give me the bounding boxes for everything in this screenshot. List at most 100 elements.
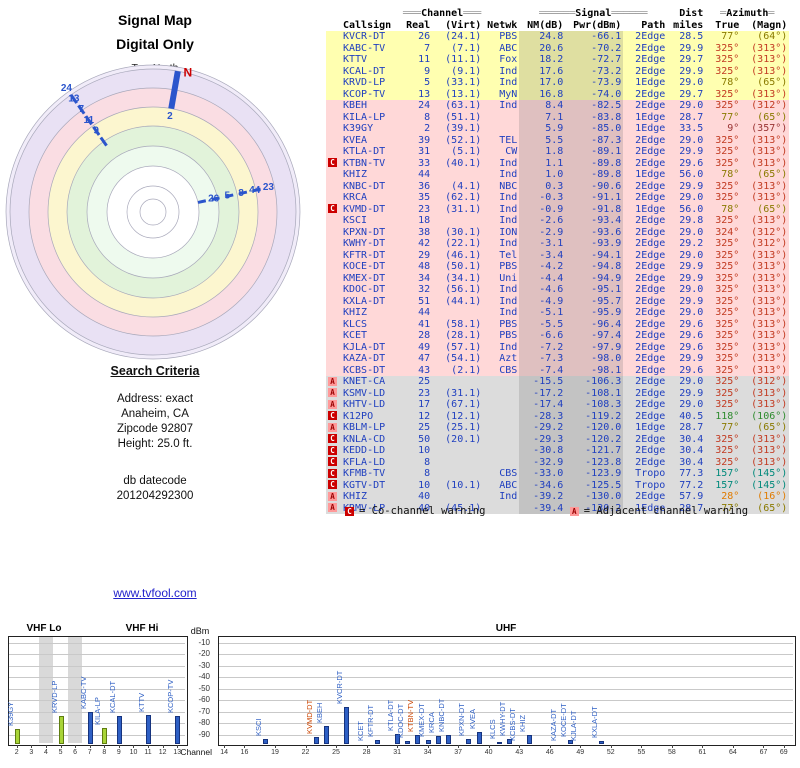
cell-warning-marker: C: [326, 480, 341, 492]
cell-network: Fox: [499, 54, 518, 65]
x-tick: [641, 745, 643, 748]
cell-warning-marker: [326, 66, 341, 78]
cell-azimuth-true: 325°: [715, 42, 740, 54]
station-marker: [69, 94, 78, 104]
group-header-spacer: [326, 8, 401, 20]
cell-network: PBS: [499, 261, 518, 272]
bar-callsign-label: KXLA-DT: [590, 706, 599, 739]
col-header-virtual: (Virt): [445, 19, 482, 31]
vhf-chart-box: [8, 636, 188, 746]
cell-network: CW: [505, 146, 518, 157]
cell-channel-real: 31: [418, 146, 431, 157]
cell-distance: 77.3: [679, 468, 704, 479]
cell-callsign: KCOP-TV: [343, 88, 386, 100]
x-tick: [549, 745, 551, 748]
cell-warning-marker: [326, 54, 341, 66]
cell-noise-margin: -3.1: [519, 238, 566, 250]
cell-distance: 56.0: [679, 203, 704, 215]
cell-channel-virtual: (9.1): [451, 65, 482, 77]
x-tick: [366, 745, 368, 748]
bar-callsign-label: KBEH: [315, 702, 324, 724]
cell-azimuth-magnetic: (313°): [751, 330, 788, 341]
cell-callsign: KFLA-LD: [343, 456, 386, 468]
cell-path: Tropo: [635, 468, 666, 479]
cell-warning-marker: [326, 100, 341, 112]
cell-callsign: KFTR-DT: [343, 249, 386, 261]
cell-callsign: KCBS-DT: [343, 364, 386, 376]
cell-channel-virtual: (30.1): [445, 226, 482, 238]
unused-channel-stripe: [38, 637, 54, 743]
bar-callsign-label: KPXN-DT: [457, 703, 466, 736]
cell-channel-real: 51: [418, 295, 431, 307]
cell-callsign: KCET: [343, 330, 368, 341]
cell-callsign: K12PO: [343, 410, 374, 422]
cell-azimuth-true: 324°: [715, 226, 740, 238]
cell-callsign: KHIZ: [343, 307, 368, 318]
cell-path: 2Edge: [635, 215, 666, 226]
col-header-miles: miles: [673, 19, 704, 31]
signal-map-title: Signal Map: [118, 12, 192, 28]
cell-callsign: KNLA-CD: [343, 433, 386, 445]
cell-callsign: KCAL-DT: [343, 65, 386, 77]
cell-distance: 40.5: [679, 410, 704, 422]
cell-callsign: KGTV-DT: [343, 479, 386, 491]
cell-distance: 30.4: [679, 456, 704, 468]
cell-power: -91.8: [565, 203, 624, 215]
signal-bar: [117, 715, 122, 744]
cell-network: CBS: [499, 364, 518, 376]
search-height: Height: 25.0 ft.: [117, 438, 193, 450]
group-header-signal: ══════Signal══════: [539, 8, 648, 19]
dbm-tick-label: -30: [198, 660, 210, 670]
channel-tick-label: 37: [454, 749, 463, 756]
station-table-header: ═══Channel═══ ══════Signal══════ Dist ═A…: [326, 8, 789, 31]
cell-noise-margin: -39.2: [519, 491, 566, 503]
band-label-uhf: UHF: [495, 623, 517, 634]
tvfool-link[interactable]: www.tvfool.com: [113, 586, 197, 600]
signal-bar: [477, 731, 482, 744]
cell-noise-margin: -39.4: [519, 502, 566, 514]
cell-azimuth-true: 9°: [727, 123, 740, 134]
cell-network: CBS: [499, 468, 518, 479]
cell-distance: 29.9: [679, 180, 704, 192]
cell-callsign: KJLA-DT: [343, 341, 386, 353]
cell-azimuth-true: 325°: [715, 192, 740, 203]
channel-tick-label: 13: [173, 749, 182, 756]
channel-tick-label: 67: [759, 749, 768, 756]
cell-channel-real: 29: [418, 249, 431, 261]
cell-callsign: KEDD-LD: [343, 445, 386, 456]
cell-distance: 28.7: [679, 111, 704, 123]
cell-warning-marker: [326, 181, 341, 193]
cell-path: 2Edge: [635, 318, 666, 330]
cell-noise-margin: -29.2: [519, 422, 566, 434]
cell-distance: 29.6: [679, 318, 704, 330]
cell-noise-margin: -4.2: [519, 261, 566, 273]
channel-tick-label: 11: [144, 749, 152, 756]
cell-noise-margin: -28.3: [519, 410, 566, 422]
north-indicator: N: [184, 65, 193, 79]
cell-azimuth-magnetic: (145°): [751, 468, 788, 479]
signal-bar: [426, 740, 431, 744]
dbm-tick-label: -20: [198, 649, 210, 659]
gridline: [9, 642, 185, 644]
cell-path: 1Edge: [635, 111, 666, 123]
signal-bar: [324, 726, 329, 744]
bar-callsign-label: KSCI: [254, 718, 263, 736]
cell-channel-real: 44: [418, 169, 431, 180]
cell-azimuth-magnetic: (313°): [751, 272, 788, 284]
cell-noise-margin: -29.3: [519, 433, 566, 445]
cell-channel-virtual: (54.1): [445, 353, 482, 364]
cell-azimuth-true: 325°: [715, 456, 740, 468]
warning-badge-c: C: [328, 411, 337, 420]
bar-callsign-label: KHIZ: [518, 714, 527, 732]
cell-path: 1Edge: [635, 502, 666, 514]
cell-callsign: KTLA-DT: [343, 146, 386, 157]
station-label: 23: [263, 182, 275, 193]
cell-power: -97.9: [565, 341, 624, 353]
cell-azimuth-magnetic: (312°): [751, 238, 788, 249]
cell-channel-virtual: (2.1): [451, 364, 482, 376]
channel-tick-label: 52: [606, 749, 615, 756]
signal-bar: [344, 707, 349, 744]
